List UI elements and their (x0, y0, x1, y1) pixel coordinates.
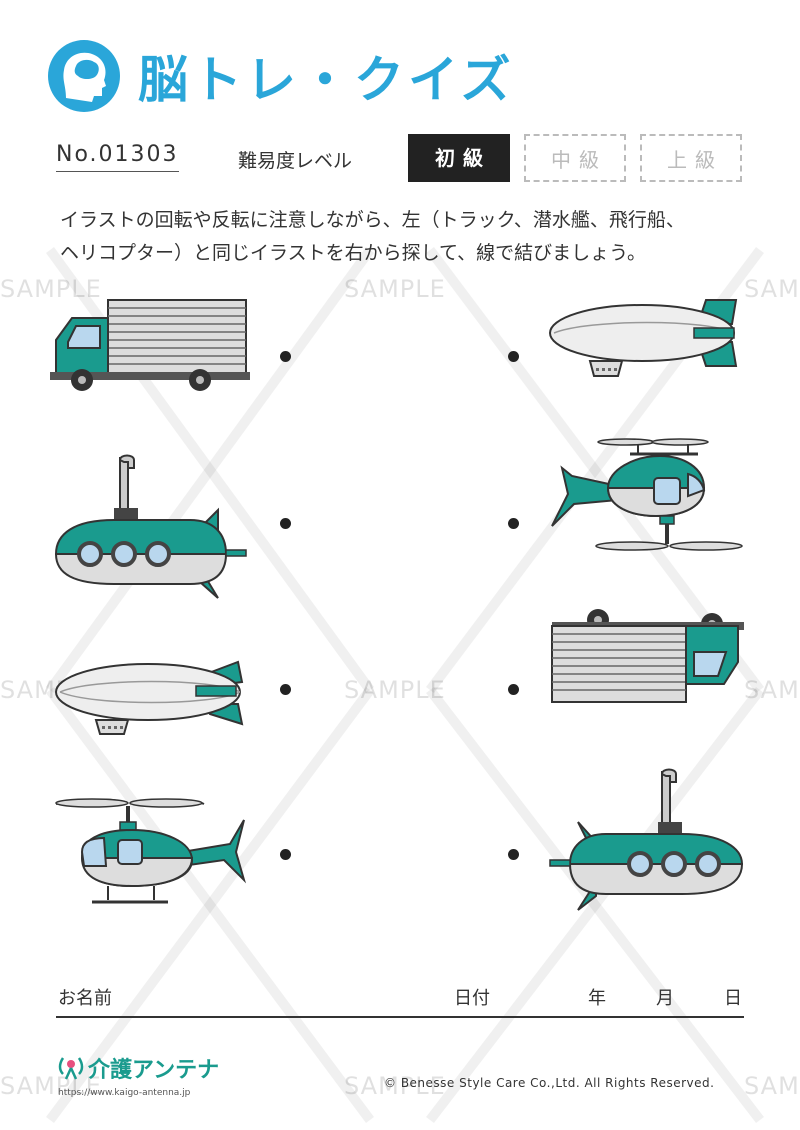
truck-illustration (50, 299, 250, 391)
brand-logo: 介護アンテナ (88, 1058, 220, 1083)
connect-dot[interactable] (280, 684, 291, 695)
watermark: SAMPLE (344, 275, 446, 303)
connect-dot[interactable] (508, 351, 519, 362)
month-label: 月 (656, 988, 674, 1009)
day-label: 日 (724, 988, 742, 1009)
watermark: SAMPLE (344, 676, 446, 704)
submarine-illustration (549, 768, 744, 911)
quiz-number: No.01303 (56, 142, 179, 172)
watermark: SAMPLE (344, 1072, 446, 1100)
connect-dot[interactable] (508, 849, 519, 860)
page-title: 脳トレ・クイズ (138, 51, 515, 109)
watermark: SAMPLE (744, 275, 800, 303)
connect-dot[interactable] (280, 849, 291, 860)
connect-dot[interactable] (280, 351, 291, 362)
brand-url: https://www.kaigo-antenna.jp (58, 1088, 191, 1098)
brain-head-icon (48, 40, 120, 112)
level-advanced: 上級 (640, 134, 742, 182)
level-beginner: 初級 (408, 134, 510, 182)
helicopter-illustration (55, 798, 247, 904)
watermark: SAMPLE (744, 676, 800, 704)
name-label: お名前 (58, 988, 112, 1009)
date-label: 日付 (454, 988, 490, 1009)
connect-dot[interactable] (280, 518, 291, 529)
name-line[interactable] (56, 1016, 744, 1018)
airship-illustration (55, 660, 244, 735)
antenna-logo-icon (58, 1057, 84, 1080)
level-intermediate: 中級 (524, 134, 626, 182)
submarine-illustration (54, 454, 247, 599)
instructions: イラストの回転や反転に注意しながら、左（トラック、潜水艦、飛行船、 ヘリコプター… (60, 204, 760, 270)
watermark: SAMPLE (0, 1072, 102, 1100)
instruction-line: イラストの回転や反転に注意しながら、左（トラック、潜水艦、飛行船、 (60, 209, 685, 231)
difficulty-label: 難易度レベル (238, 150, 353, 172)
connect-dot[interactable] (508, 684, 519, 695)
instruction-line: ヘリコプター）と同じイラストを右から探して、線で結びましょう。 (60, 242, 646, 264)
connect-dot[interactable] (508, 518, 519, 529)
copyright: © Benesse Style Care Co.,Ltd. All Rights… (384, 1076, 715, 1090)
watermark: SAMPLE (0, 275, 102, 303)
truck-illustration (551, 609, 744, 703)
helicopter-illustration (551, 438, 743, 551)
airship-illustration (549, 299, 738, 377)
watermark: SAMPLE (744, 1072, 800, 1100)
year-label: 年 (588, 988, 606, 1009)
